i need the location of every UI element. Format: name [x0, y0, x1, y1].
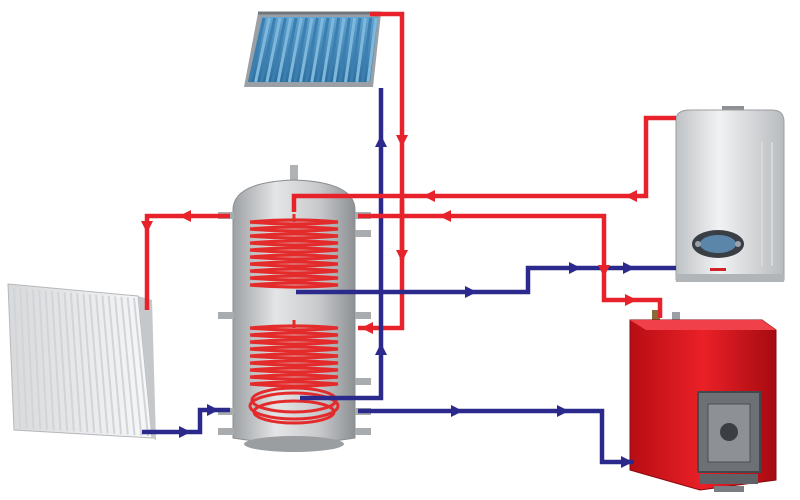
- radiator-fin: [107, 295, 123, 435]
- flow-arrow: [557, 405, 569, 417]
- radiator-fin: [76, 293, 89, 433]
- coil-turn: [249, 246, 339, 254]
- flow-arrow: [375, 135, 387, 147]
- coil-turn: [249, 225, 339, 233]
- radiator-fin: [82, 293, 96, 433]
- solar-tube: [282, 17, 298, 83]
- radiator-fin: [19, 288, 28, 429]
- solar-tube: [321, 17, 335, 83]
- solar-tube: [299, 17, 314, 83]
- lower-heating-coil: [249, 320, 339, 388]
- coil-turn: [249, 324, 339, 332]
- coil-turn: [249, 239, 339, 247]
- flow-arrow: [207, 404, 219, 416]
- flow-arrow: [623, 262, 635, 274]
- solid-fuel-boiler: [629, 310, 777, 492]
- solar-tube: [355, 17, 367, 83]
- coil-turn: [249, 352, 339, 360]
- radiator-fin: [38, 290, 48, 430]
- flow-arrow: [423, 190, 435, 202]
- radiator-fin: [63, 292, 75, 432]
- coil-turn: [249, 253, 339, 261]
- flow-arrow: [569, 262, 581, 274]
- radiator-fin: [114, 296, 129, 435]
- pipe-network: [141, 11, 676, 468]
- radiator-fin: [31, 289, 42, 430]
- coil-turn: [249, 331, 339, 339]
- flow-arrow: [465, 286, 477, 298]
- flow-arrow: [451, 405, 463, 417]
- solar-tube: [344, 17, 357, 83]
- solar-tube: [366, 17, 378, 83]
- solar-tube: [360, 17, 373, 83]
- flow-arrow: [179, 210, 191, 222]
- solar-collector: [244, 11, 381, 87]
- coil-turn: [249, 260, 339, 268]
- solar-tube: [338, 17, 351, 83]
- radiator-fin: [44, 290, 55, 431]
- coil-turn: [249, 380, 339, 388]
- solar-tube: [293, 17, 309, 83]
- solar-tube: [349, 17, 362, 83]
- solar-tube: [276, 17, 293, 83]
- coil-turn: [249, 359, 339, 367]
- radiator-fin: [25, 289, 35, 429]
- flow-arrow: [625, 294, 637, 306]
- coil-turn: [249, 373, 339, 381]
- radiator-fin: [126, 297, 143, 436]
- coil-turn: [249, 232, 339, 240]
- solar-tube: [332, 17, 346, 83]
- radiator-supply-hot-pipe: [144, 213, 230, 310]
- flow-arrow: [375, 343, 387, 355]
- coil-turn: [249, 345, 339, 353]
- boiler-loop-hot-pipe: [358, 213, 663, 318]
- flow-arrow: [179, 426, 191, 438]
- radiator-fins: [13, 287, 149, 437]
- coil-turn: [249, 338, 339, 346]
- solar-tube: [259, 17, 277, 83]
- solar-tube: [254, 17, 271, 83]
- flow-arrow: [439, 210, 451, 222]
- solar-tube: [315, 17, 330, 83]
- radiator-fin: [133, 297, 149, 437]
- radiator-fin: [13, 287, 21, 429]
- flow-arrow: [141, 221, 153, 233]
- radiator-fin: [120, 296, 136, 436]
- radiator-fin: [95, 294, 109, 434]
- gas-boiler-supply-hot-pipe: [291, 115, 676, 212]
- upper-heating-coil: [249, 214, 339, 289]
- radiator-fin: [50, 291, 62, 431]
- solar-tubes: [248, 17, 378, 83]
- gas-boiler: [675, 106, 785, 282]
- coil-turn: [249, 281, 339, 289]
- radiator-fin: [69, 292, 82, 432]
- solar-tube: [287, 17, 303, 83]
- flow-arrow: [396, 250, 408, 262]
- flow-arrow: [621, 456, 633, 468]
- storage-tank: [218, 165, 371, 452]
- flow-arrow: [396, 135, 408, 147]
- radiator-fin: [88, 294, 102, 434]
- coil-turn: [249, 267, 339, 275]
- coil-turn: [249, 218, 339, 226]
- solar-tube: [265, 17, 282, 83]
- radiator-fin: [101, 295, 116, 434]
- flow-arrow: [598, 265, 610, 277]
- solar-tube: [327, 17, 341, 83]
- solar-tube: [271, 17, 287, 83]
- coil-turn: [249, 366, 339, 374]
- solar-return-cold-pipe: [300, 88, 384, 401]
- radiator-fin: [57, 291, 69, 432]
- solar-tube: [304, 17, 319, 83]
- solar-tube: [310, 17, 325, 83]
- coil-turn: [249, 274, 339, 282]
- solid-boiler-return-cold-pipe: [358, 408, 634, 465]
- flow-arrow: [361, 322, 373, 334]
- radiator: [7, 283, 156, 440]
- solar-tube: [248, 17, 266, 83]
- flow-arrow: [625, 190, 637, 202]
